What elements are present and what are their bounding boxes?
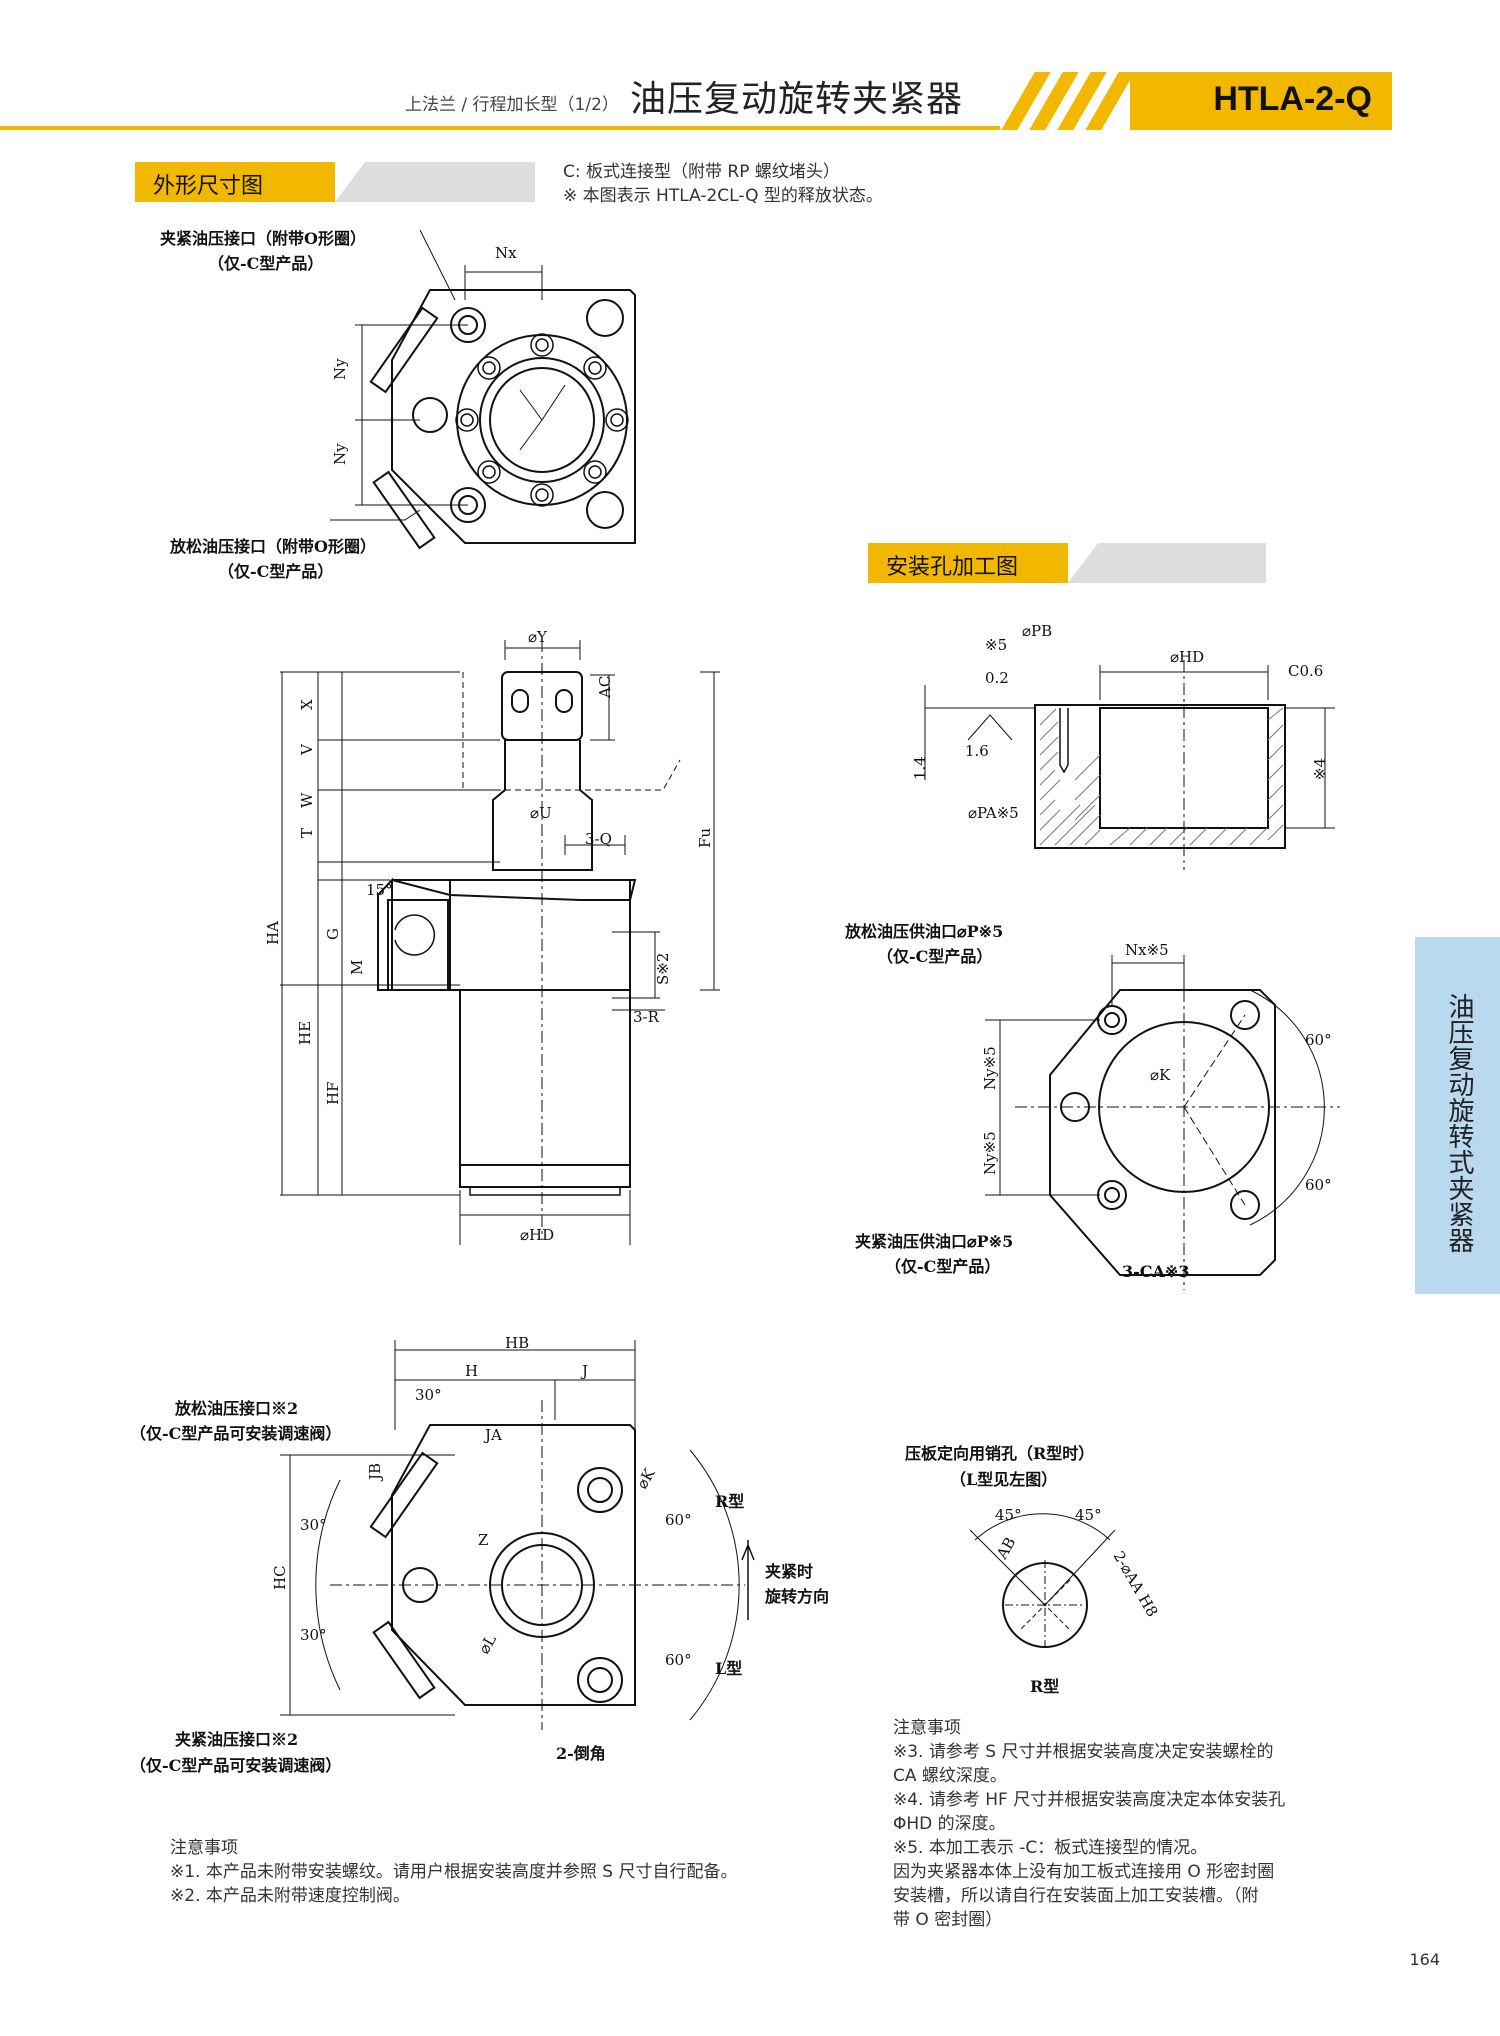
dim-60b: 60° xyxy=(1305,1176,1332,1194)
page-title: 油压复动旋转夹紧器 xyxy=(630,79,964,120)
label-release-supply: 放松油压供油口⌀P※5 xyxy=(845,922,1004,941)
dim-ab: AB xyxy=(992,1534,1019,1563)
dim-opb: ⌀PB xyxy=(1022,622,1052,640)
model-number: HTLA-2-Q xyxy=(1213,80,1372,118)
dim-60c: 60° xyxy=(665,1511,692,1529)
notes-right: 注意事项 ※3. 请参考 S 尺寸并根据安装高度决定安装螺栓的 CA 螺纹深度。… xyxy=(893,1718,1286,1930)
top-view-drawing xyxy=(330,229,636,550)
dim-hf: HF xyxy=(324,1082,342,1106)
page-number: 164 xyxy=(1409,1950,1440,1969)
dim-ac: AC xyxy=(596,676,614,699)
label-c-only: （仅-C型产品） xyxy=(218,562,334,581)
notes-left: 注意事项 ※1. 本产品未附带安装螺纹。请用户根据安装高度并参照 S 尺寸自行配… xyxy=(170,1838,738,1906)
side-view-drawing xyxy=(280,640,720,1245)
dim-nx: Nx xyxy=(495,244,517,262)
sidebar-label: 油压复动旋转式夹紧器 xyxy=(1444,993,1474,1253)
dim-30b: 30° xyxy=(300,1626,327,1644)
header-subtitle: 上法兰 / 行程加长型（1/2） xyxy=(405,95,619,115)
label-release-port-2: 放松油压接口※2 xyxy=(175,1399,299,1418)
dim-v: V xyxy=(298,743,316,756)
label-pin-hole: 压板定向用销孔（R型时） xyxy=(905,1444,1095,1463)
pin-hole-drawing xyxy=(969,1513,1116,1650)
dim-hb: HB xyxy=(505,1334,529,1352)
label-rotate-dir-2: 旋转方向 xyxy=(765,1587,830,1606)
dim-aa: 2-⌀AA H8 xyxy=(1110,1548,1162,1620)
label-r-type-2: R型 xyxy=(1030,1677,1060,1696)
label-l-type-ref: （L型见左图） xyxy=(950,1470,1058,1489)
label-ca3: 3-CA※3 xyxy=(1122,1262,1190,1281)
dim-s4: ※4 xyxy=(1311,758,1329,780)
dim-3r: 3-R xyxy=(633,1008,660,1026)
dim-14: 1.4 xyxy=(911,756,929,780)
label-release-port: 放松油压接口（附带O形圈） xyxy=(170,537,376,556)
dim-3q: 3-Q xyxy=(585,830,612,848)
dim-x: X xyxy=(298,699,316,710)
dim-he: HE xyxy=(296,1021,314,1045)
dim-ny-2: Ny xyxy=(331,443,349,465)
dim-t: T xyxy=(298,828,316,838)
dim-hc: HC xyxy=(271,1565,289,1590)
dim-ohd2: ⌀HD xyxy=(1170,648,1204,666)
dim-s2: S※2 xyxy=(654,953,672,985)
dim-oy: ⌀Y xyxy=(528,628,548,646)
dim-j: J xyxy=(580,1362,588,1380)
label-chamfer: 2-倒角 xyxy=(556,1744,606,1763)
label-r-type: R型 xyxy=(715,1492,745,1511)
label-clamp-supply: 夹紧油压供油口⌀P※5 xyxy=(855,1232,1014,1251)
section-hatch xyxy=(1039,707,1284,846)
dim-16: 1.6 xyxy=(965,742,989,760)
category-sidebar: 油压复动旋转式夹紧器 xyxy=(1415,937,1500,1294)
dim-jb: JB xyxy=(366,1463,384,1482)
dim-ok: ⌀K xyxy=(1150,1066,1171,1084)
dim-ohd: ⌀HD xyxy=(520,1226,554,1244)
dim-ny-1: Ny xyxy=(331,358,349,380)
dim-ja: JA xyxy=(483,1426,502,1444)
dim-45b: 45° xyxy=(1075,1506,1102,1524)
dim-ny5-1: Ny※5 xyxy=(981,1046,999,1090)
dim-15deg: 15° xyxy=(366,881,393,899)
dim-opa: ⌀PA※5 xyxy=(968,804,1019,822)
section-outline-tab: 外形尺寸图 xyxy=(135,162,535,202)
dim-fu: Fu xyxy=(696,828,714,848)
label-c-only: （仅-C型产品） xyxy=(877,947,993,966)
label-clamp-port-top: 夹紧油压接口（附带O形圈） xyxy=(160,229,366,248)
dim-c06: C0.6 xyxy=(1288,662,1323,680)
dim-45a: 45° xyxy=(995,1506,1022,1524)
dim-ol: ⌀L xyxy=(475,1632,500,1657)
dim-h: H xyxy=(465,1362,478,1380)
dim-30: 30° xyxy=(415,1386,442,1404)
dim-30a: 30° xyxy=(300,1516,327,1534)
label-speed-valve: （仅-C型产品可安装调速阀） xyxy=(130,1424,342,1443)
dim-g: G xyxy=(324,928,342,940)
dim-s5: ※5 xyxy=(985,636,1007,654)
dim-ok2: ⌀K xyxy=(633,1465,659,1492)
bottom-plan-drawing xyxy=(280,1340,755,1730)
model-badge: HTLA-2-Q xyxy=(1130,72,1392,130)
mount-plan-drawing xyxy=(985,955,1340,1290)
label-speed-valve: （仅-C型产品可安装调速阀） xyxy=(130,1756,342,1775)
label-clamp-port-2: 夹紧油压接口※2 xyxy=(175,1730,299,1749)
section-outline-title: 外形尺寸图 xyxy=(153,174,264,199)
outline-note: C: 板式连接型（附带 RP 螺纹堵头） ※ 本图表示 HTLA-2CL-Q 型… xyxy=(563,162,883,206)
label-rotate-dir-1: 夹紧时 xyxy=(765,1562,814,1581)
dim-ny5-2: Ny※5 xyxy=(981,1131,999,1175)
mount-section-drawing xyxy=(924,660,1335,870)
dim-02: 0.2 xyxy=(985,669,1009,687)
label-c-only: （仅-C型产品） xyxy=(885,1257,1001,1276)
dim-nx5: Nx※5 xyxy=(1125,941,1169,959)
section-mounting-title: 安装孔加工图 xyxy=(886,555,1019,580)
dim-60a: 60° xyxy=(1305,1031,1332,1049)
dim-m: M xyxy=(348,960,366,975)
label-l-type: L型 xyxy=(715,1659,743,1678)
label-c-only: （仅-C型产品） xyxy=(208,254,324,273)
dim-z: Z xyxy=(478,1531,488,1549)
section-mounting-tab: 安装孔加工图 xyxy=(868,543,1266,583)
dim-w: W xyxy=(298,792,316,808)
dim-ou: ⌀U xyxy=(530,804,552,822)
header-rule xyxy=(0,126,1000,130)
dim-ha: HA xyxy=(264,921,282,945)
dim-60d: 60° xyxy=(665,1651,692,1669)
